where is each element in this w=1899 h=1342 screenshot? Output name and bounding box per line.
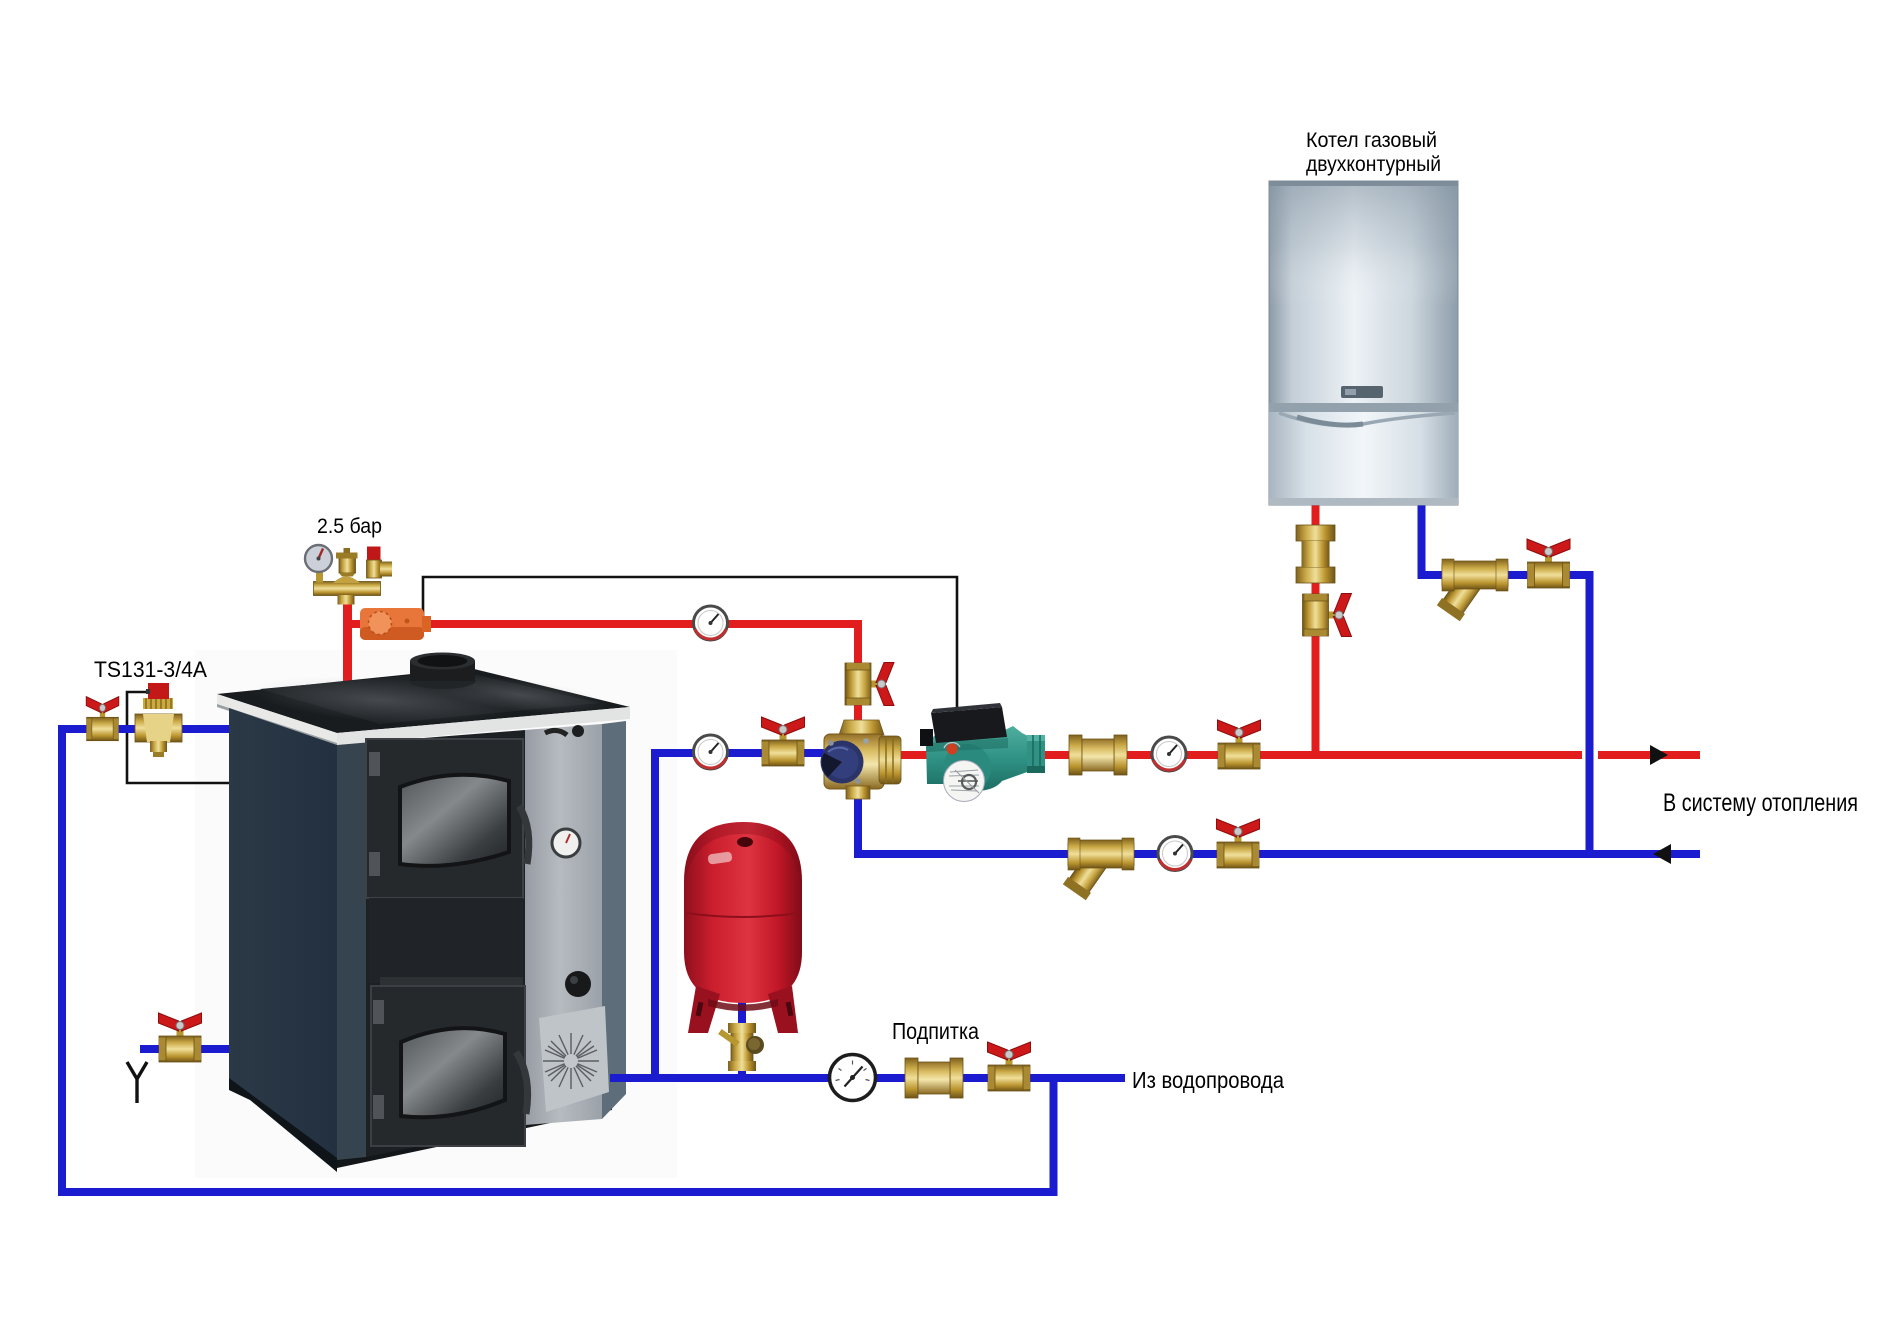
svg-text:TS131-3/4A: TS131-3/4A	[94, 657, 207, 682]
svg-text:двухконтурный: двухконтурный	[1306, 153, 1441, 176]
svg-text:2.5 бар: 2.5 бар	[317, 515, 382, 538]
svg-text:Котел газовый: Котел газовый	[1306, 129, 1437, 152]
svg-text:Подпитка: Подпитка	[892, 1018, 979, 1044]
svg-text:Из водопровода: Из водопровода	[1132, 1067, 1284, 1093]
svg-text:В систему отопления: В систему отопления	[1663, 789, 1858, 817]
